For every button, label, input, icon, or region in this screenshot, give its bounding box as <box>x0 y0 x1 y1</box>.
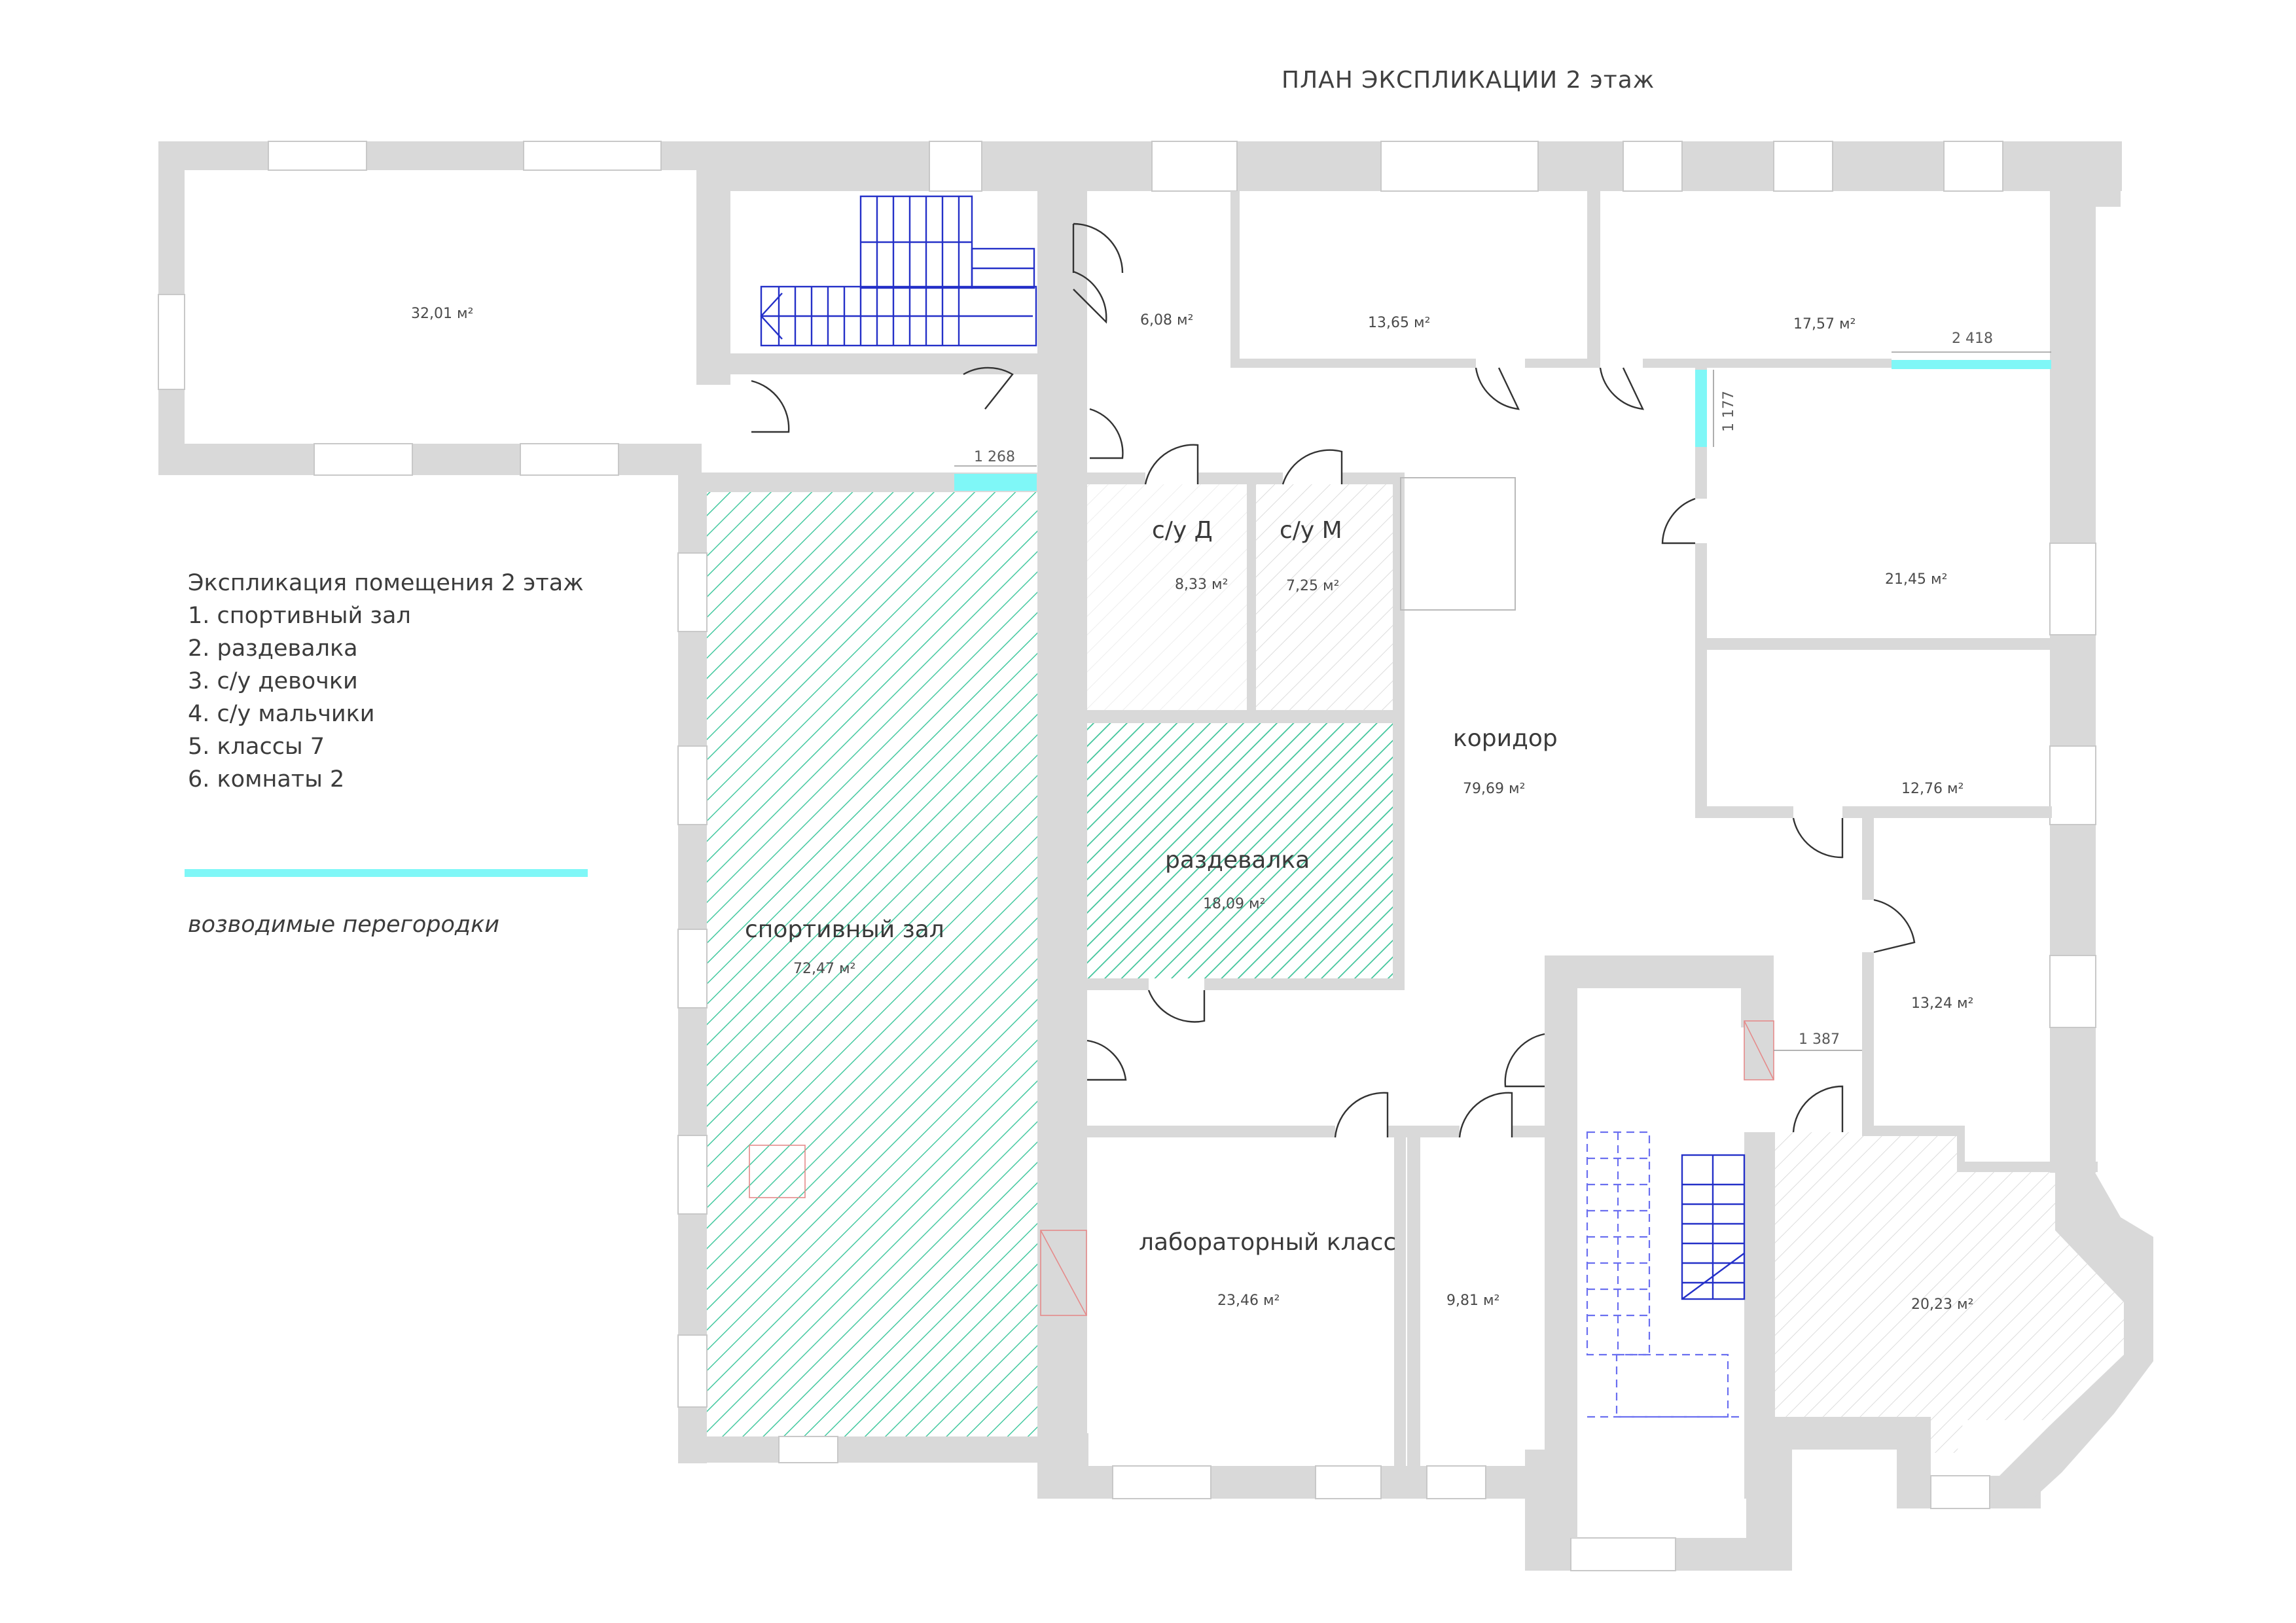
doors <box>751 223 1916 1138</box>
dimension-1: 1 268 <box>974 449 1015 465</box>
legend-item: 3. с/у девочки <box>188 668 358 694</box>
wc-boys-name: с/у М <box>1280 517 1342 544</box>
wc-boys-hatch <box>1255 484 1393 710</box>
windows <box>158 141 2096 1571</box>
partition-label: возводимые перегородки <box>188 912 500 938</box>
stairs-top <box>760 195 1037 347</box>
wc-girls-name: с/у Д <box>1152 517 1213 544</box>
legend-item: 5. классы 7 <box>188 734 325 760</box>
stair-treads-top <box>778 196 1034 346</box>
gym-area: 72,47 м² <box>793 961 855 977</box>
legend-heading: Экспликация помещения 2 этаж <box>188 570 584 596</box>
dimension-4: 1 387 <box>1799 1031 1840 1048</box>
legend-item: 2. раздевалка <box>188 635 358 662</box>
room-top-small-area: 6,08 м² <box>1140 312 1193 329</box>
interior-walls <box>678 191 2098 1538</box>
room-top-right-area: 17,57 м² <box>1793 316 1856 332</box>
dimension-lines: 1 268 2 418 1 177 1 387 <box>954 330 2051 1051</box>
partition-swatch <box>185 869 588 877</box>
lab-name: лабораторный класс <box>1139 1229 1396 1256</box>
legend: Экспликация помещения 2 этаж 1. спортивн… <box>188 567 584 796</box>
legend-item: 4. с/у мальчики <box>188 701 375 727</box>
corner-room-hatch <box>1775 1132 2124 1453</box>
plan-title: ПЛАН ЭКСПЛИКАЦИИ 2 этаж <box>1282 67 1655 94</box>
legend-item: 1. спортивный зал <box>188 603 411 629</box>
room-r2-area: 12,76 м² <box>1901 781 1964 797</box>
gym-hatch <box>707 490 1037 1436</box>
room-corner-area: 20,23 м² <box>1911 1296 1973 1313</box>
room-labels: 32,01 м² 6,08 м² 13,65 м² 17,57 м² с/у Д… <box>411 306 1973 1313</box>
room-r1-area: 21,45 м² <box>1885 571 1947 588</box>
stairs-south <box>1586 1131 1746 1418</box>
legend-list: 1. спортивный зал 2. раздевалка 3. с/у д… <box>188 599 584 796</box>
gym-name: спортивный зал <box>745 916 944 943</box>
corridor-area: 79,69 м² <box>1463 781 1525 797</box>
lab-area: 23,46 м² <box>1217 1293 1280 1309</box>
new-partitions <box>954 360 2051 491</box>
wc-boys-area: 7,25 м² <box>1286 578 1339 594</box>
dimension-2: 2 418 <box>1952 330 1993 347</box>
room-top-mid-area: 13,65 м² <box>1368 315 1430 331</box>
wc-girls-area: 8,33 м² <box>1175 577 1228 593</box>
legend-item: 6. комнаты 2 <box>188 766 345 793</box>
room-nw-area: 32,01 м² <box>411 306 473 322</box>
dimension-3: 1 177 <box>1721 391 1737 432</box>
locker-name: раздевалка <box>1165 847 1310 874</box>
room-r3-area: 13,24 м² <box>1911 995 1973 1012</box>
locker-area: 18,09 м² <box>1203 896 1265 912</box>
room-small-s-area: 9,81 м² <box>1446 1293 1499 1309</box>
locker-hatch <box>1086 723 1394 978</box>
wc-girls-hatch <box>1086 484 1247 710</box>
corridor-name: коридор <box>1453 725 1558 752</box>
